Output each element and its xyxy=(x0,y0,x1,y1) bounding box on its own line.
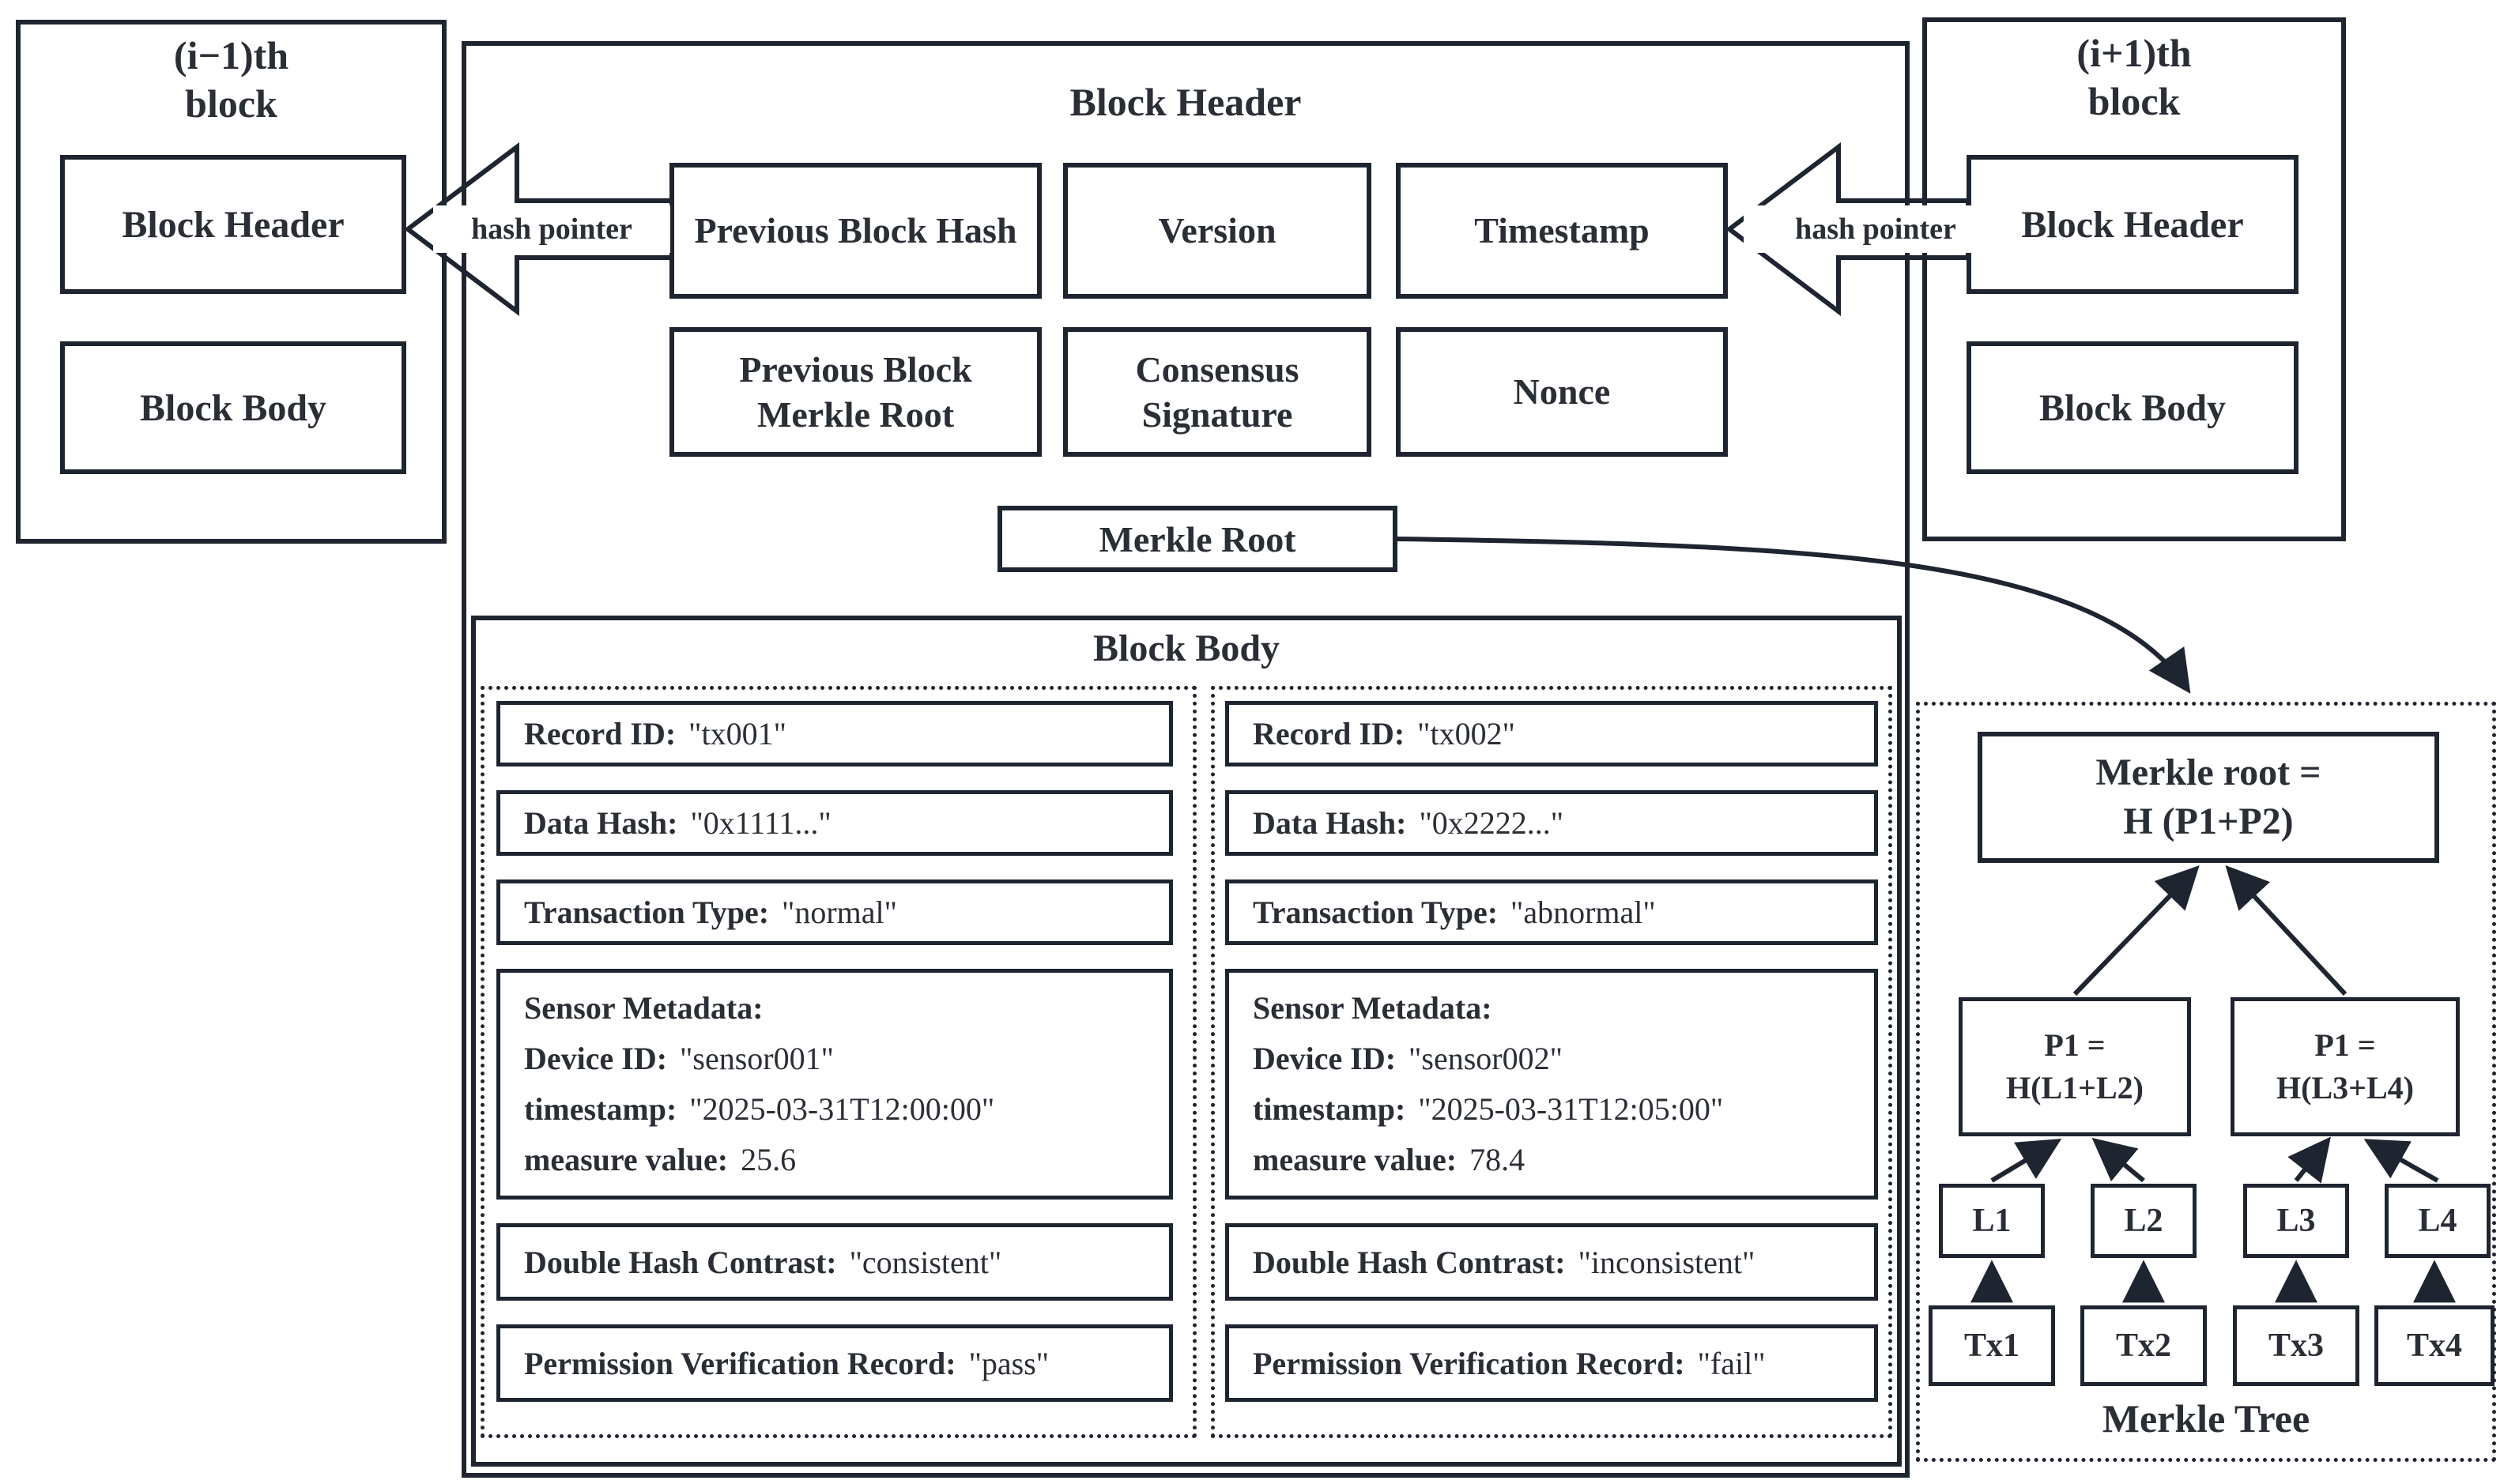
double-hash-value: "inconsistent" xyxy=(1578,1244,1755,1280)
double-hash-label: Double Hash Contrast: xyxy=(524,1244,837,1280)
parent-left-line1: P1 = xyxy=(2044,1027,2106,1063)
permission-label: Permission Verification Record: xyxy=(524,1345,956,1381)
merkle-tree-root-box: Merkle root = H (P1+P2) xyxy=(1978,732,2439,863)
record-1-permission-verification: Permission Verification Record: "pass" xyxy=(496,1324,1173,1402)
next-block-body-box: Block Body xyxy=(1967,341,2298,474)
record-2-data-hash: Data Hash: "0x2222..." xyxy=(1225,790,1878,856)
measure-value-label: measure value: xyxy=(1253,1142,1458,1177)
block-header-title: Block Header xyxy=(1069,80,1302,124)
permission-value: "pass" xyxy=(968,1345,1050,1381)
prev-block-body-box: Block Body xyxy=(60,341,406,474)
transaction-type-value: "abnormal" xyxy=(1510,895,1656,930)
block-body-title: Block Body xyxy=(1092,627,1280,669)
merkle-leaf-l2: L2 xyxy=(2091,1184,2197,1258)
merkle-root-pointer-box: Merkle Root xyxy=(997,506,1397,572)
device-id-label: Device ID: xyxy=(524,1041,668,1076)
data-hash-label: Data Hash: xyxy=(1253,805,1407,841)
device-id-value: "sensor001" xyxy=(680,1041,834,1076)
timestamp-value: "2025-03-31T12:05:00" xyxy=(1418,1091,1724,1127)
record-1-sensor-metadata: Sensor Metadata: Device ID: "sensor001" t… xyxy=(496,969,1173,1200)
next-block-header-box: Block Header xyxy=(1967,155,2298,294)
device-id-value: "sensor002" xyxy=(1408,1041,1563,1076)
double-hash-label: Double Hash Contrast: xyxy=(1253,1244,1566,1280)
parent-right-line2: H(L3+L4) xyxy=(2276,1070,2414,1105)
timestamp-label: timestamp: xyxy=(524,1091,677,1127)
merkle-root-line1: Merkle root = xyxy=(2095,751,2321,793)
record-2-sensor-metadata: Sensor Metadata: Device ID: "sensor002" t… xyxy=(1225,969,1878,1200)
header-cell-version: Version xyxy=(1063,163,1371,299)
record-2-transaction-type: Transaction Type: "abnormal" xyxy=(1225,879,1878,945)
data-hash-value: "0x2222..." xyxy=(1419,805,1564,841)
sensor-metadata-label: Sensor Metadata: xyxy=(1253,990,1492,1026)
next-block-title: (i+1)th block xyxy=(1922,29,2346,126)
record-1-transaction-type: Transaction Type: "normal" xyxy=(496,879,1173,945)
transaction-type-value: "normal" xyxy=(782,895,897,930)
data-hash-label: Data Hash: xyxy=(524,805,678,841)
device-id-label: Device ID: xyxy=(1253,1041,1397,1076)
header-cell-consensus-signature: Consensus Signature xyxy=(1063,327,1371,457)
current-block-container xyxy=(462,41,1910,1478)
merkle-tx-1: Tx1 xyxy=(1929,1305,2055,1386)
measure-value-value: 25.6 xyxy=(741,1142,797,1177)
record-id-label: Record ID: xyxy=(524,716,677,751)
merkle-leaf-l4: L4 xyxy=(2385,1184,2491,1258)
prev-block-header-box: Block Header xyxy=(60,155,406,294)
transaction-type-label: Transaction Type: xyxy=(524,895,770,930)
record-id-label: Record ID: xyxy=(1253,716,1405,751)
merkle-tx-3: Tx3 xyxy=(2233,1305,2359,1386)
merkle-leaf-l3: L3 xyxy=(2243,1184,2349,1258)
timestamp-value: "2025-03-31T12:00:00" xyxy=(689,1091,995,1127)
prev-block-title-line2: block xyxy=(185,81,277,126)
header-cell-previous-block-merkle-root: Previous Block Merkle Root xyxy=(669,327,1042,457)
block-body-container xyxy=(471,616,1902,1467)
data-hash-value: "0x1111..." xyxy=(690,805,832,841)
merkle-tree-caption: Merkle Tree xyxy=(2102,1396,2310,1441)
record-id-value: "tx001" xyxy=(688,716,786,751)
hash-pointer-right-label: hash pointer xyxy=(1744,205,2008,253)
permission-label: Permission Verification Record: xyxy=(1253,1345,1685,1381)
merkle-tree-container xyxy=(1916,702,2496,1462)
merkle-tree-parent-right-box: P1 = H(L3+L4) xyxy=(2231,997,2460,1136)
parent-right-line1: P1 = xyxy=(2314,1027,2376,1063)
record-2-record-id: Record ID: "tx002" xyxy=(1225,701,1878,766)
measure-value-value: 78.4 xyxy=(1469,1142,1525,1177)
prev-block-title-line1: (i−1)th xyxy=(173,33,289,77)
merkle-tree-parent-left-box: P1 = H(L1+L2) xyxy=(1959,997,2191,1136)
record-id-value: "tx002" xyxy=(1417,716,1515,751)
double-hash-value: "consistent" xyxy=(849,1244,1002,1280)
hash-pointer-left-label: hash pointer xyxy=(433,205,670,253)
sensor-metadata-label: Sensor Metadata: xyxy=(524,990,764,1026)
next-block-title-line1: (i+1)th xyxy=(2076,31,2192,75)
merkle-tx-2: Tx2 xyxy=(2080,1305,2207,1386)
merkle-tx-4: Tx4 xyxy=(2374,1305,2495,1386)
record-1-record-id: Record ID: "tx001" xyxy=(496,701,1173,766)
header-cell-timestamp: Timestamp xyxy=(1396,163,1728,299)
record-1-data-hash: Data Hash: "0x1111..." xyxy=(496,790,1173,856)
record-1-container xyxy=(481,686,1197,1438)
measure-value-label: measure value: xyxy=(524,1142,729,1177)
transaction-type-label: Transaction Type: xyxy=(1253,895,1499,930)
next-block-title-line2: block xyxy=(2087,79,2181,123)
permission-value: "fail" xyxy=(1697,1345,1766,1381)
record-2-permission-verification: Permission Verification Record: "fail" xyxy=(1225,1324,1878,1402)
record-2-double-hash-contrast: Double Hash Contrast: "inconsistent" xyxy=(1225,1223,1878,1301)
timestamp-label: timestamp: xyxy=(1253,1091,1406,1127)
prev-block-title: (i−1)th block xyxy=(16,32,447,128)
record-1-double-hash-contrast: Double Hash Contrast: "consistent" xyxy=(496,1223,1173,1301)
header-cell-nonce: Nonce xyxy=(1396,327,1728,457)
header-cell-previous-block-hash: Previous Block Hash xyxy=(669,163,1042,299)
merkle-root-line2: H (P1+P2) xyxy=(2123,800,2294,842)
merkle-leaf-l1: L1 xyxy=(1939,1184,2045,1258)
parent-left-line2: H(L1+L2) xyxy=(2006,1070,2144,1105)
